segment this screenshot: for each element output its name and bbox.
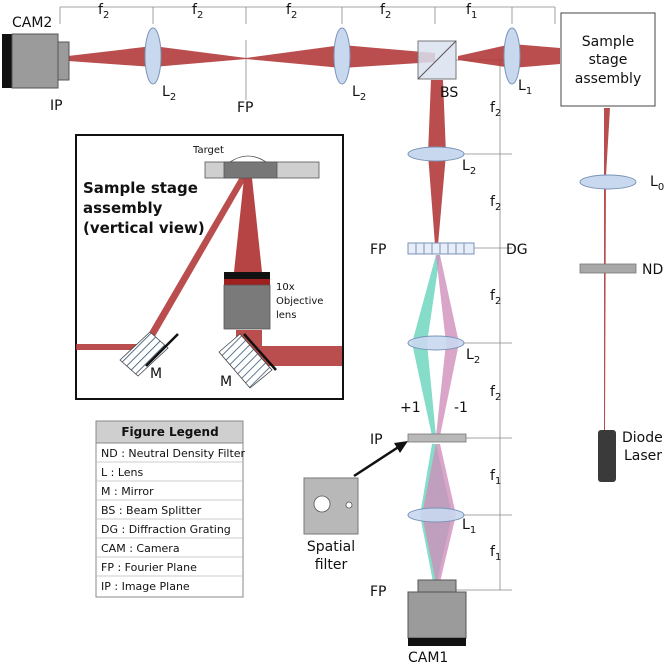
beam-splitter [417,40,457,80]
inset-objective-ring [224,279,270,285]
beam-top-left [68,45,435,68]
diode-label-1: Diode [622,430,663,446]
lens-l2-top-a-label: L2 [162,84,176,103]
sample-stage-label-3: assembly [575,71,641,87]
legend-item: IP : Image Plane [101,580,190,593]
spacing-top-4: f2 [380,2,391,21]
spatial-filter-plate [407,433,467,443]
legend-item: DG : Diffraction Grating [101,523,231,536]
nd-label: ND [642,262,663,278]
camera-cam1 [407,579,467,646]
sample-stage-label-2: stage [589,52,628,68]
spacing-top-5: f1 [466,2,477,21]
spatial-filter-arrowhead [394,441,408,453]
camera-cam2 [2,33,70,89]
spacing-right-6: f1 [490,544,501,563]
lens-l0 [579,174,637,190]
inset-target-droplet [229,155,267,163]
legend-item: M : Mirror [101,485,154,498]
legend-item: CAM : Camera [101,542,180,555]
dg-label: DG [506,242,528,258]
inset-beam-out [236,330,342,366]
inset-objective-label-2: Objective [276,296,323,307]
inset-mirror-left [119,331,179,377]
lens-l1-top [503,27,521,85]
spacing-right-3: f2 [490,288,501,307]
cam2-label: CAM2 [12,15,52,31]
spacing-right-4: f2 [490,384,501,403]
spatial-filter-pinhole-large [313,495,331,513]
inset-beam-to-objective [234,178,262,272]
spatial-filter-label-2: filter [315,557,348,573]
lens-l1-vert-label: L1 [462,517,476,536]
spacing-top-3: f2 [286,2,297,21]
cam1-label: CAM1 [408,650,448,664]
fp-dg-label: FP [370,242,387,258]
figure-legend [95,420,244,598]
inset-target-sample [223,161,278,179]
sample-stage-box [560,12,656,107]
lens-l2-vert-top-label: L2 [462,158,476,177]
legend-title: Figure Legend [121,425,218,439]
ip-cam2-label: IP [50,98,63,114]
inset-objective-label-1: 10x [276,282,295,293]
inset-objective-body [223,284,271,330]
inset-mirror-right-label: M [220,374,232,390]
diffraction-grating [407,242,475,255]
lens-l2-top-a [144,27,162,85]
lens-l1-top-label: L1 [518,78,532,97]
spacing-top-2: f2 [192,2,203,21]
lens-l1-vert [407,507,465,523]
spacing-right-1: f2 [490,100,501,119]
lens-l2-top-b [333,27,351,85]
inset-vertical-view [75,134,344,400]
spacing-right-2: f2 [490,194,501,213]
dimension-lines [59,6,556,591]
inset-title-2: assembly [83,199,163,217]
legend-item: L : Lens [101,466,144,479]
ip-mid-label: IP [370,432,383,448]
spacing-top-1: f2 [98,2,109,21]
lens-l2-vert-mid [407,335,465,351]
lens-l0-label: L0 [650,174,664,193]
spacing-right-5: f1 [490,468,501,487]
inset-title-1: Sample stage [83,179,198,197]
legend-item: BS : Beam Splitter [101,504,202,517]
nd-filter [579,263,637,274]
bs-label: BS [440,85,458,101]
lens-l2-vert-mid-label: L2 [466,347,480,366]
inset-title-3: (vertical view) [83,219,205,237]
order-minus1-label: -1 [454,400,468,416]
legend-item: FP : Fourier Plane [101,561,197,574]
spatial-filter-pinhole-small [345,501,353,509]
diode-laser [598,430,616,482]
inset-beam-up-left [140,170,250,352]
beam-vertical-upper [428,80,446,245]
fp-top-label: FP [237,100,254,116]
sample-stage-label-1: Sample [582,34,635,50]
spatial-filter-arrow [353,444,401,478]
inset-objective-cap [224,272,270,279]
inset-target-label: Target [192,145,224,156]
lens-l2-vert-top [407,146,465,162]
fp-bottom-label: FP [370,584,387,600]
order-plus1-label: +1 [400,400,421,416]
inset-mirror-left-label: M [150,366,162,382]
diode-label-2: Laser [624,448,662,464]
legend-item: ND : Neutral Density Filter [101,447,246,460]
lens-l2-top-b-label: L2 [352,84,366,103]
spatial-filter-label-1: Spatial [307,539,355,555]
inset-beam-incoming [76,344,142,350]
inset-objective-label-3: lens [276,310,296,321]
inset-mirror-right [218,333,277,389]
